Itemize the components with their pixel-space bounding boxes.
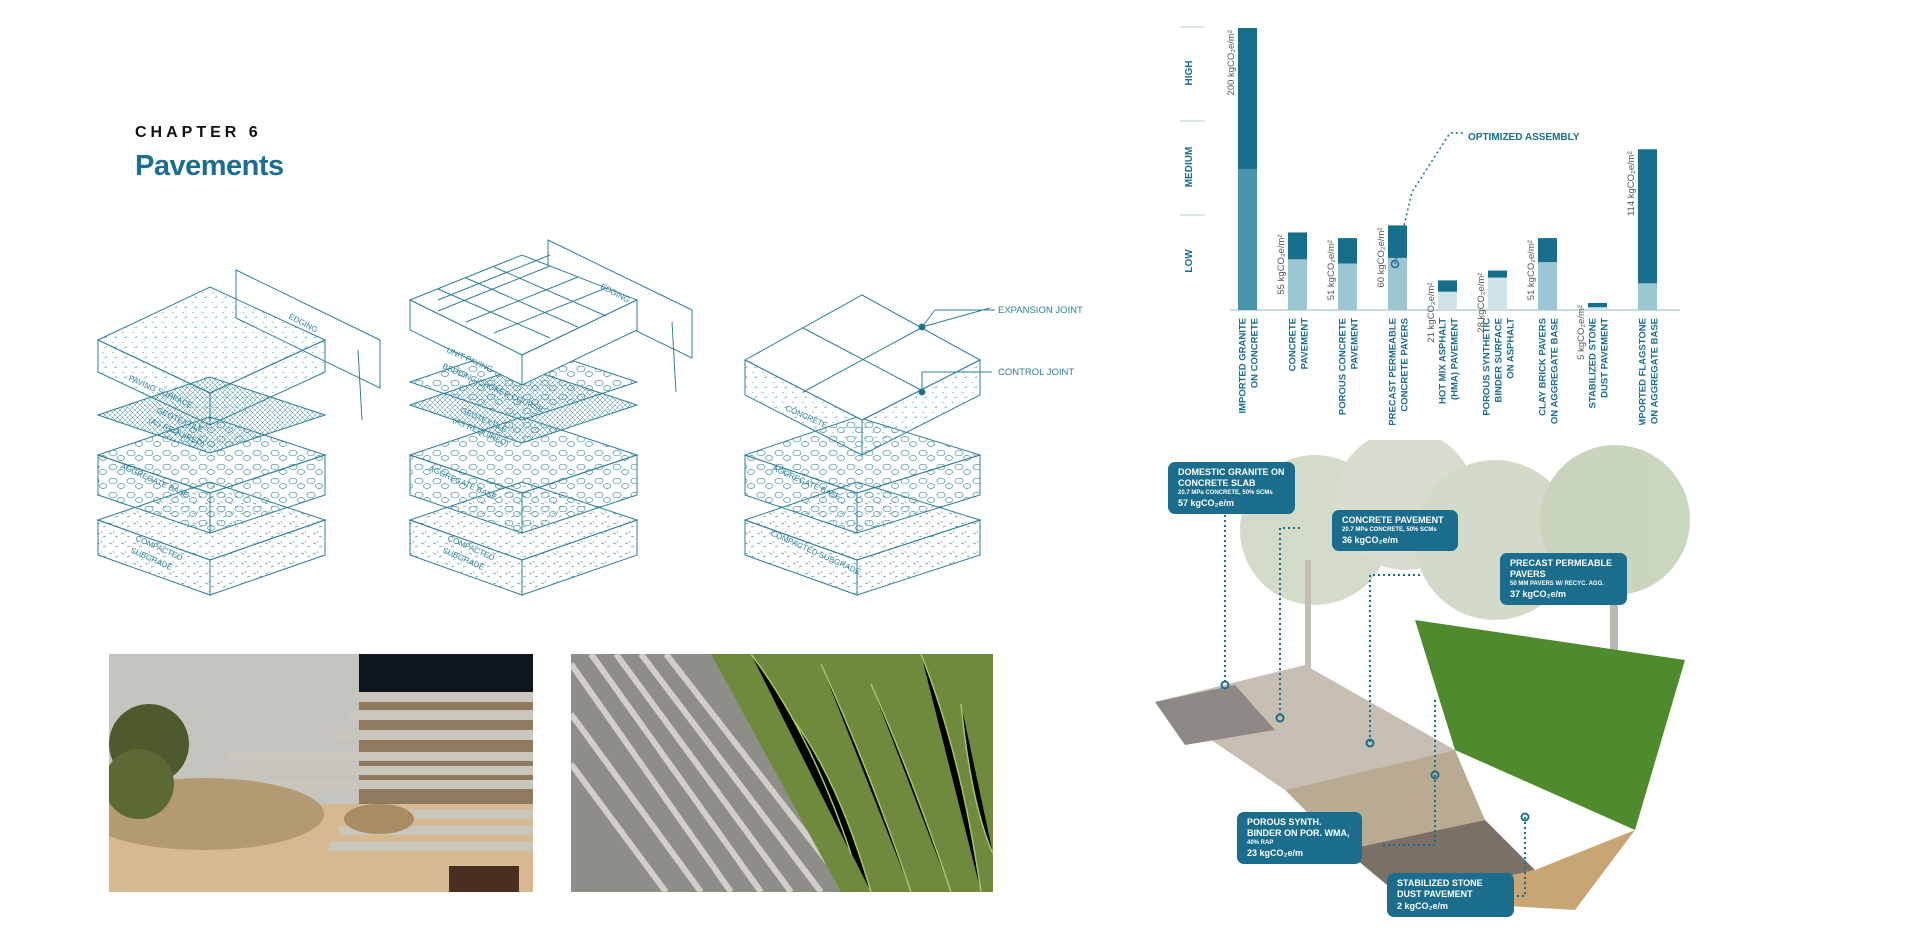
bar-optimized-7 xyxy=(1588,307,1607,310)
bar-value-label-1: 55 kgCO₂e/m² xyxy=(1276,234,1287,294)
bar-optimized-3 xyxy=(1388,257,1407,310)
category-label-3-0: PRECAST PERMEABLE xyxy=(1388,318,1399,425)
bar-optimized-8 xyxy=(1638,283,1657,310)
callout-concrete-pavement: CONCRETE PAVEMENT 20.7 MPa CONCRETE, 50%… xyxy=(1332,510,1458,551)
bar-optimized-0 xyxy=(1238,169,1257,310)
chart-ylabel-1: MEDIUM xyxy=(1184,147,1195,188)
category-label-6-0: CLAY BRICK PAVERS xyxy=(1538,318,1549,416)
stairs-photo xyxy=(109,654,533,892)
bar-optimized-6 xyxy=(1538,262,1557,310)
chart-ylabel-0: HIGH xyxy=(1184,61,1195,86)
bar-optimized-1 xyxy=(1288,259,1307,310)
bar-value-label-3: 60 kgCO₂e/m² xyxy=(1376,227,1387,287)
bar-optimized-2 xyxy=(1338,263,1357,310)
bar-value-label-2: 51 kgCO₂e/m² xyxy=(1326,240,1337,300)
category-label-4-1: (HMA) PAVEMENT xyxy=(1450,318,1461,400)
category-label-2-0: POROUS CONCRETE xyxy=(1338,318,1349,415)
bar-value-label-5: 28 kgCO₂e/m² xyxy=(1476,273,1487,333)
category-label-7-0: STABILIZED STONE xyxy=(1588,318,1599,408)
pavers-assembly-diagram xyxy=(408,239,693,596)
category-label-6-1: ON AGGREGATE BASE xyxy=(1550,318,1561,424)
category-label-5-0: POROUS SYNTHETIC xyxy=(1482,318,1493,416)
embodied-carbon-bar-chart: HIGH MEDIUM LOW 200 kgCO₂e/m² IMPORTED GRAN… xyxy=(1180,26,1680,425)
bar-total-8 xyxy=(1638,149,1657,310)
callout-domestic-granite: DOMESTIC GRANITE ON CONCRETE SLAB 20.7 M… xyxy=(1168,462,1295,514)
optimized-assembly-annotation: OPTIMIZED ASSEMBLY xyxy=(1468,132,1580,143)
bar-optimized-4 xyxy=(1438,291,1457,310)
bar-value-label-0: 200 kgCO₂e/m² xyxy=(1226,30,1237,95)
pavement-render: DOMESTIC GRANITE ON CONCRETE SLAB 20.7 M… xyxy=(1155,430,1695,920)
category-label-2-1: PAVEMENT xyxy=(1350,318,1361,370)
category-label-8-0: IMPORTED FLAGSTONE xyxy=(1638,318,1649,425)
category-label-4-0: HOT MIX ASPHALT xyxy=(1438,318,1449,404)
bar-value-label-8: 114 kgCO₂e/m² xyxy=(1626,151,1637,216)
expansion-joint-label: EXPANSION JOINT xyxy=(998,305,1083,316)
category-label-0-1: ON CONCRETE xyxy=(1250,318,1261,388)
page-title: Pavements xyxy=(135,150,284,182)
bar-optimized-5 xyxy=(1488,277,1507,310)
optimized-leader xyxy=(1394,132,1465,265)
chart-ylabel-2: LOW xyxy=(1184,249,1195,273)
pavement-section-diagrams: EDGING PAVING SURFACE GEOTEXTILE (AS REQ… xyxy=(96,239,1083,596)
category-label-1-0: CONCRETE xyxy=(1288,318,1299,371)
callout-precast-pavers: PRECAST PERMEABLE PAVERS 50 MM PAVERS W/… xyxy=(1500,553,1627,605)
control-joint-label: CONTROL JOINT xyxy=(998,367,1074,378)
chapter-label: CHAPTER 6 xyxy=(135,124,262,141)
callout-stabilized-stone-dust: STABILIZED STONE DUST PAVEMENT 2 kgCO₂e/… xyxy=(1387,873,1514,917)
stone-and-grass-photo xyxy=(571,654,993,892)
bar-value-label-7: 5 kgCO₂e/m² xyxy=(1576,305,1587,360)
category-label-3-1: CONCRETE PAVERS xyxy=(1400,318,1411,412)
category-label-7-1: DUST PAVEMENT xyxy=(1600,318,1611,398)
callout-porous-synthetic: POROUS SYNTH. BINDER ON POR. WMA, 40% RA… xyxy=(1237,812,1362,864)
concrete-assembly-diagram xyxy=(743,294,995,596)
category-label-5-1: BINDER SURFACE xyxy=(1494,318,1505,402)
category-label-5-2: ON ASPHALT xyxy=(1506,318,1517,379)
category-label-1-1: PAVEMENT xyxy=(1300,318,1311,370)
bar-value-label-4: 21 kgCO₂e/m² xyxy=(1426,282,1437,342)
category-label-8-1: ON AGGREGATE BASE xyxy=(1650,318,1661,424)
bar-value-label-6: 51 kgCO₂e/m² xyxy=(1526,240,1537,300)
optimized-marker xyxy=(1390,259,1400,269)
granite-assembly-diagram xyxy=(96,269,381,596)
category-label-0-0: IMPORTED GRANITE xyxy=(1238,318,1249,414)
bar-total-7 xyxy=(1588,302,1607,310)
